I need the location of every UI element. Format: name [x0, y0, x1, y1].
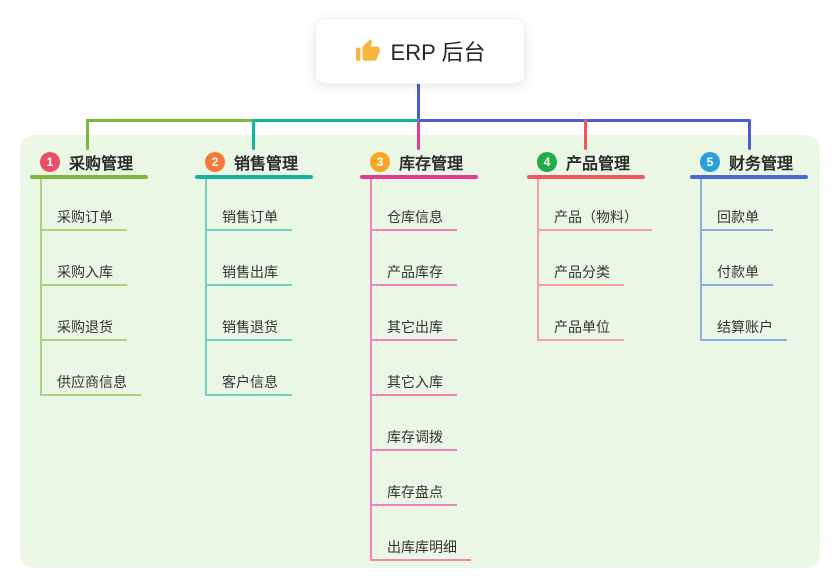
branch-child-node[interactable]: 供应商信息	[40, 373, 141, 396]
root-node[interactable]: ERP 后台	[315, 18, 525, 84]
branch-title: 产品管理	[566, 156, 631, 173]
branch-vertical-line	[370, 179, 372, 561]
branch-child-node[interactable]: 客户信息	[205, 373, 292, 396]
branch-child-node[interactable]: 销售退货	[205, 318, 292, 341]
branch-header[interactable]: 4 产品管理	[527, 150, 687, 174]
drop-line-finance	[748, 119, 751, 150]
branch-child-node[interactable]: 销售订单	[205, 208, 292, 231]
branch-title: 采购管理	[69, 156, 134, 173]
branch-child-node[interactable]: 结算账户	[700, 318, 787, 341]
branch-underline	[195, 175, 313, 179]
branch-sales: 2 销售管理 销售订单销售出库销售退货客户信息	[195, 150, 355, 396]
branch-child-node[interactable]: 采购入库	[40, 263, 127, 286]
branch-vertical-line	[537, 179, 539, 341]
root-stem-line	[417, 82, 420, 120]
branch-child-node[interactable]: 仓库信息	[370, 208, 457, 231]
branches-panel	[20, 135, 820, 568]
branch-finance: 5 财务管理 回款单付款单结算账户	[690, 150, 839, 341]
branch-child-node[interactable]: 库存调拨	[370, 428, 457, 451]
branch-child-node[interactable]: 采购订单	[40, 208, 127, 231]
branch-child-node[interactable]: 回款单	[700, 208, 773, 231]
branch-child-node[interactable]: 产品单位	[537, 318, 624, 341]
branch-header[interactable]: 3 库存管理	[360, 150, 520, 174]
branch-header[interactable]: 1 采购管理	[30, 150, 190, 174]
branch-product: 4 产品管理 产品（物料） 产品分类产品单位	[527, 150, 687, 341]
root-node-title: ERP 后台	[390, 40, 486, 65]
branch-header[interactable]: 5 财务管理	[690, 150, 839, 174]
branch-number-badge: 5	[700, 152, 720, 172]
branch-child-node[interactable]: 付款单	[700, 263, 773, 286]
branch-underline	[690, 175, 808, 179]
branch-child-node[interactable]: 其它出库	[370, 318, 457, 341]
branch-underline	[30, 175, 148, 179]
drop-line-product	[584, 119, 587, 150]
branch-title: 销售管理	[234, 156, 299, 173]
branch-underline	[360, 175, 478, 179]
branch-purchase: 1 采购管理 采购订单采购入库采购退货供应商信息	[30, 150, 190, 396]
branch-child-node[interactable]: 产品库存	[370, 263, 457, 286]
branch-title: 财务管理	[729, 156, 794, 173]
drop-line-sales	[252, 119, 255, 150]
branch-inventory: 3 库存管理 仓库信息产品库存其它出库其它入库库存调拨库存盘点出库库明细	[360, 150, 520, 561]
drop-line-purchase	[86, 119, 89, 150]
branch-child-node[interactable]: 其它入库	[370, 373, 457, 396]
branch-number-badge: 1	[40, 152, 60, 172]
branch-vertical-line	[700, 179, 702, 341]
connector-line-teal	[253, 119, 420, 122]
branch-child-node[interactable]: 销售出库	[205, 263, 292, 286]
branch-number-badge: 4	[537, 152, 557, 172]
branch-child-node[interactable]: 出库库明细	[370, 538, 471, 561]
branch-number-badge: 3	[370, 152, 390, 172]
branch-vertical-line	[205, 179, 207, 396]
branch-child-node[interactable]: 库存盘点	[370, 483, 457, 506]
branch-child-node[interactable]: 采购退货	[40, 318, 127, 341]
drop-line-inventory	[417, 121, 420, 150]
branch-child-node[interactable]: 产品（物料）	[537, 208, 652, 231]
branch-title: 库存管理	[399, 156, 464, 173]
branch-underline	[527, 175, 645, 179]
branch-header[interactable]: 2 销售管理	[195, 150, 355, 174]
thumbs-up-icon	[355, 38, 381, 64]
connector-line-green	[86, 119, 254, 122]
branch-child-node[interactable]: 产品分类	[537, 263, 624, 286]
branch-vertical-line	[40, 179, 42, 396]
branch-number-badge: 2	[205, 152, 225, 172]
